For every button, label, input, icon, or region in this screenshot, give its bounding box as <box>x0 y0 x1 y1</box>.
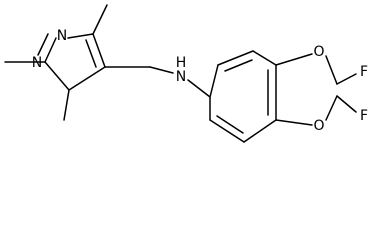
dioxole-ring <box>275 53 357 126</box>
linker <box>104 66 211 98</box>
atom-n-pyrazole-1: N <box>32 55 42 71</box>
pyrazole-ring <box>37 33 106 91</box>
bond-n1-n2-double <box>37 33 49 56</box>
bond-ar3-ar4 <box>252 50 277 66</box>
methyl-c3 <box>92 4 108 35</box>
bond-cf2-f2 <box>336 95 357 113</box>
bond-c3-c4 <box>92 33 106 68</box>
bond-c3-c4-double <box>85 39 97 68</box>
bond-ar1-ar2 <box>209 64 219 98</box>
bond-o1-cf2 <box>325 55 338 85</box>
atom-f-lower: F <box>360 108 368 124</box>
atom-o-lower: O <box>313 118 324 134</box>
bond-n2-c3 <box>67 33 94 39</box>
atom-labels: N N H N O O F F <box>32 28 368 134</box>
atom-o-upper: O <box>313 44 324 60</box>
bond-ar2-ar3-double <box>224 59 253 72</box>
bond-ch2-n <box>149 66 174 74</box>
bond-n1-n2 <box>44 37 57 63</box>
bond-c4-c5 <box>68 66 106 91</box>
bond-ar5-o2 <box>275 119 313 126</box>
bond-c5-n1 <box>44 61 70 91</box>
benzene-ring <box>209 50 277 143</box>
bond-o2-cf2 <box>325 95 338 121</box>
atom-f-upper: F <box>360 64 368 80</box>
atom-n-amine: N <box>176 69 186 85</box>
bond-n-aryl <box>187 79 211 98</box>
bond-ar6-ar1 <box>209 119 245 143</box>
chemical-structure: N N H N O O F F <box>4 4 368 143</box>
bond-cf2-f1 <box>336 73 357 85</box>
methyl-c5 <box>63 89 70 121</box>
bond-ar6-ar1-double <box>216 115 244 134</box>
bond-ar5-ar6 <box>243 119 277 143</box>
methyl-groups <box>4 4 108 121</box>
atom-h-amine: H <box>176 55 187 71</box>
bond-ar4-o1 <box>275 53 313 66</box>
atom-n-pyrazole-2: N <box>57 28 67 44</box>
bond-ar2-ar3 <box>217 50 254 66</box>
